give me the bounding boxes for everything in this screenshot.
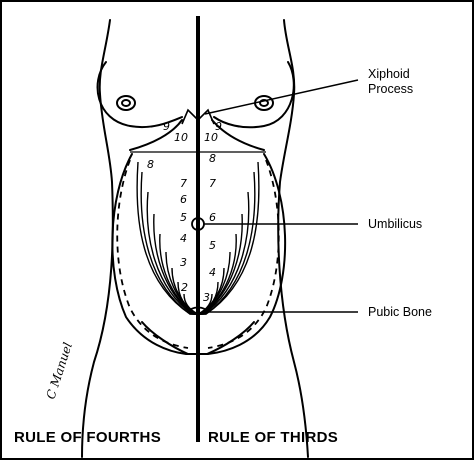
dashed-contour-right [207, 159, 280, 349]
xiphoid-label-line1: Xiphoid [368, 67, 410, 81]
left-rib-margin [129, 119, 183, 151]
left-number-3: 3 [180, 256, 187, 269]
left-number-2: 2 [181, 281, 188, 294]
left-number-6: 6 [180, 193, 187, 206]
left-number-8: 8 [147, 158, 154, 171]
left-nipple-inner [121, 99, 131, 107]
caption-rule-of-thirds: RULE OF THIRDS [208, 429, 338, 446]
dashed-contour-left [116, 159, 189, 349]
pubic-bone [187, 306, 209, 313]
left-number-9: 9 [163, 120, 170, 133]
right-number-6: 6 [209, 211, 216, 224]
umbilicus-label: Umbilicus [368, 217, 422, 231]
caption-rule-of-fourths: RULE OF FOURTHS [14, 429, 161, 446]
right-breast [213, 61, 295, 129]
left-nipple-outer [116, 95, 136, 111]
right-number-9: 9 [215, 120, 222, 133]
xiphoid-label-line2: Process [368, 82, 413, 96]
left-number-4: 4 [180, 232, 187, 245]
left-breast [96, 61, 183, 128]
right-rib-margin [211, 119, 265, 151]
right-number-3: 3 [203, 291, 210, 304]
right-nipple-inner [259, 99, 269, 107]
right-number-8: 8 [209, 152, 216, 165]
right-number-4: 4 [209, 266, 216, 279]
left-number-5: 5 [180, 211, 187, 224]
artist-signature: C Manuel [44, 340, 76, 400]
right-number-10: 10 [204, 131, 218, 144]
xiphoid-leader [204, 79, 359, 115]
torso-left-outline [81, 19, 114, 458]
right-number-5: 5 [209, 239, 216, 252]
pubic-bone-label: Pubic Bone [368, 305, 432, 319]
left-number-7: 7 [180, 177, 187, 190]
right-number-7: 7 [209, 177, 216, 190]
left-number-10: 10 [174, 131, 188, 144]
